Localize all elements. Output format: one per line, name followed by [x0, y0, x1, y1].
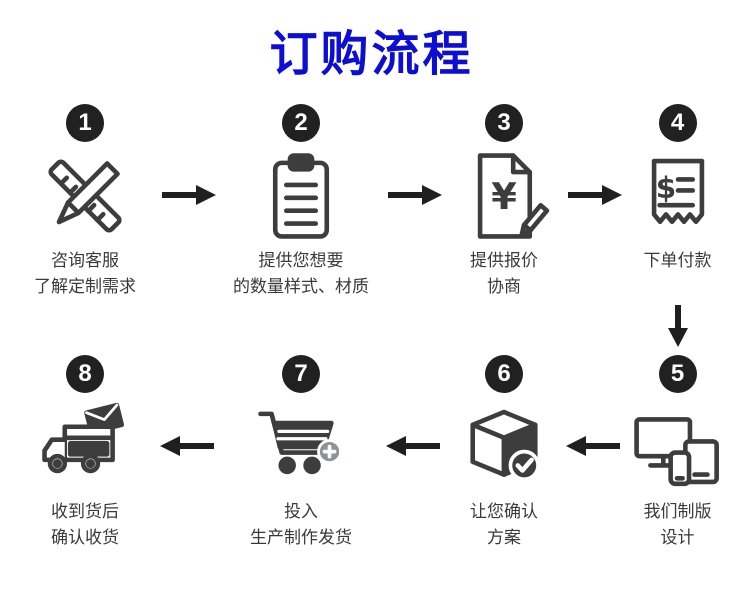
step-label-line: 咨询客服: [51, 251, 119, 270]
truck-icon: [37, 399, 133, 495]
step-label-line: 提供报价: [470, 251, 538, 270]
receipt-icon: $: [630, 148, 726, 244]
arrow-left-icon: [564, 355, 624, 552]
step-label-line: 提供您想要: [258, 251, 344, 270]
arrow-left-icon: [158, 355, 218, 552]
step-1: 1 咨询客服 了解定制需求: [12, 104, 158, 301]
step-label: 让您确认 方案: [470, 499, 538, 552]
step-label-line: 投入: [284, 501, 318, 521]
step-label: 我们制版 设计: [644, 499, 712, 552]
arrow-left-icon: [384, 355, 444, 552]
svg-text:¥: ¥: [491, 175, 517, 218]
pen-ruler-icon: [37, 148, 133, 244]
step-5: 5 我们制版 设计: [624, 354, 731, 552]
svg-text:$: $: [655, 171, 675, 205]
step-4: 4 $ 下单付款: [624, 104, 731, 301]
confirm-box-icon: [456, 399, 552, 495]
step-label: 提供您想要 的数量样式、材质: [233, 248, 369, 301]
step-label-line: 收到货后: [51, 501, 119, 521]
step-number-badge: 5: [658, 354, 697, 393]
step-label: 提供报价 协商: [470, 248, 538, 301]
step-label-line: 了解定制需求: [34, 277, 136, 297]
order-process-page: 订购流程 1 咨询客: [12, 28, 731, 551]
step-2: 2 提供您想要 的数量样式、材质: [218, 104, 384, 301]
step-7: 7 投入 生产制作发货: [218, 354, 384, 552]
step-number-badge: 8: [66, 354, 104, 393]
arrow-right-icon: [384, 104, 444, 301]
step-number-badge: 1: [66, 104, 104, 142]
step-8: 8 收到货后 确认: [12, 354, 158, 552]
clipboard-icon: [253, 148, 349, 244]
arrow-right-icon: [158, 104, 218, 301]
arrow-down-icon: [624, 301, 731, 355]
cart-icon: [253, 399, 349, 495]
step-number-badge: 6: [485, 354, 523, 393]
arrow-right-icon: [564, 104, 624, 301]
step-3: 3 ¥ 提供报价 协商: [444, 104, 564, 301]
step-label-line: 确认收货: [51, 528, 119, 548]
step-label: 投入 生产制作发货: [250, 499, 352, 552]
step-label: 收到货后 确认收货: [51, 499, 119, 552]
devices-icon: [630, 399, 726, 495]
step-label: 咨询客服 了解定制需求: [34, 248, 136, 301]
quote-document-icon: ¥: [456, 148, 552, 244]
process-flow: 1 咨询客服 了解定制需求: [12, 104, 731, 551]
step-label-line: 的数量样式、材质: [233, 277, 369, 297]
step-number-badge: 3: [485, 104, 523, 142]
step-number-badge: 2: [282, 104, 320, 142]
step-label: 下单付款: [644, 248, 712, 274]
step-label-line: 让您确认: [470, 501, 538, 521]
step-number-badge: 7: [282, 354, 320, 393]
step-label-line: 设计: [660, 528, 695, 548]
step-label-line: 我们制版: [643, 501, 712, 521]
step-label-line: 生产制作发货: [250, 528, 352, 548]
step-label-line: 协商: [487, 277, 521, 297]
step-label-line: 方案: [487, 528, 521, 548]
page-title: 订购流程: [269, 28, 474, 81]
step-number-badge: 4: [658, 104, 697, 142]
step-6: 6 让您确认 方案: [444, 354, 564, 552]
step-label-line: 下单付款: [643, 251, 712, 270]
